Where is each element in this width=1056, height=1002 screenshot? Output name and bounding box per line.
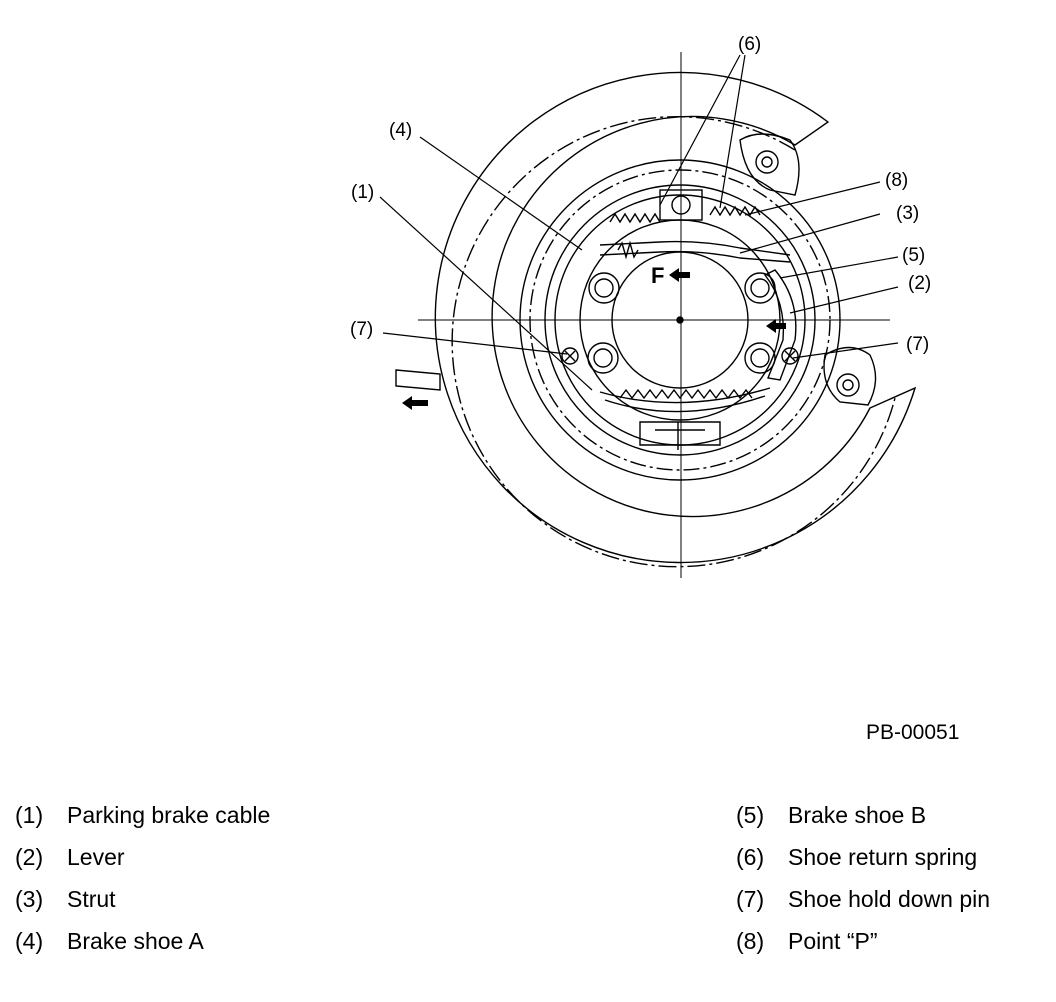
legend-number: (4) [15, 928, 44, 954]
cable-arrow [402, 396, 428, 410]
legend-text: Shoe hold down pin [788, 886, 991, 912]
upper-mount-ear [739, 133, 800, 196]
leader-1 [379, 196, 593, 391]
legend-text: Parking brake cable [67, 802, 271, 828]
leader-3 [739, 213, 881, 254]
backing-plate-outline [434, 71, 917, 564]
backing-plate-dashdot [451, 115, 896, 568]
legend-number: (6) [736, 844, 765, 870]
parking-brake-cable [395, 369, 441, 391]
lug-bolt [587, 342, 619, 374]
callout-1: (1) [351, 182, 374, 203]
direction-arrow [669, 268, 690, 282]
legend-text: Brake shoe A [67, 928, 204, 954]
callout-4: (4) [389, 120, 412, 141]
strut [599, 240, 791, 263]
upper-mount-hole [755, 150, 779, 174]
leader-6a [659, 54, 741, 206]
callout-6: (6) [738, 34, 761, 55]
legend-left: (1) Parking brake cable (2) Lever (3) St… [15, 802, 415, 972]
legend-number: (8) [736, 928, 765, 954]
shoe-return-spring-right [709, 205, 761, 217]
lug-bolt [744, 342, 776, 374]
lever-arrow [766, 319, 786, 333]
legend-number: (7) [736, 886, 765, 912]
callout-7-left: (7) [350, 319, 373, 340]
legend-text: Shoe return spring [788, 844, 978, 870]
callout-3: (3) [896, 203, 919, 224]
callout-7-right: (7) [906, 334, 929, 355]
direction-letter: F [651, 263, 664, 288]
legend-number: (2) [15, 844, 44, 870]
leader-7-left [382, 332, 568, 355]
lug-bolt [588, 272, 620, 304]
leader-7-right [792, 342, 899, 359]
lower-anchor [639, 421, 721, 450]
strut-spring [617, 240, 639, 260]
shoe-return-spring-left [609, 212, 661, 224]
callout-5: (5) [902, 245, 925, 266]
legend-text: Lever [67, 844, 125, 870]
lever [763, 269, 797, 381]
leader-2 [789, 286, 899, 314]
lug-bolt [744, 272, 776, 304]
callout-2: (2) [908, 273, 931, 294]
hold-down-pin-left [561, 347, 579, 365]
lower-mount-hole [836, 373, 860, 397]
leader-6b [719, 54, 746, 209]
leader-5 [779, 256, 899, 279]
legend-text: Brake shoe B [788, 802, 927, 828]
callout-8: (8) [885, 170, 908, 191]
leader-8 [744, 181, 881, 216]
legend-number: (3) [15, 886, 44, 912]
legend-text: Point “P” [788, 928, 878, 954]
hold-down-pin-right [781, 347, 799, 365]
brake-assembly-diagram: (6) (4) (8) (1) (3) (5) (2) (7) (7) F [350, 34, 931, 578]
leader-4 [419, 136, 583, 251]
legend-number: (1) [15, 802, 44, 828]
legend-number: (5) [736, 802, 765, 828]
figure-id: PB-00051 [866, 721, 960, 744]
legend-text: Strut [67, 886, 116, 912]
legend-right: (5) Brake shoe B (6) Shoe return spring … [736, 802, 1036, 972]
